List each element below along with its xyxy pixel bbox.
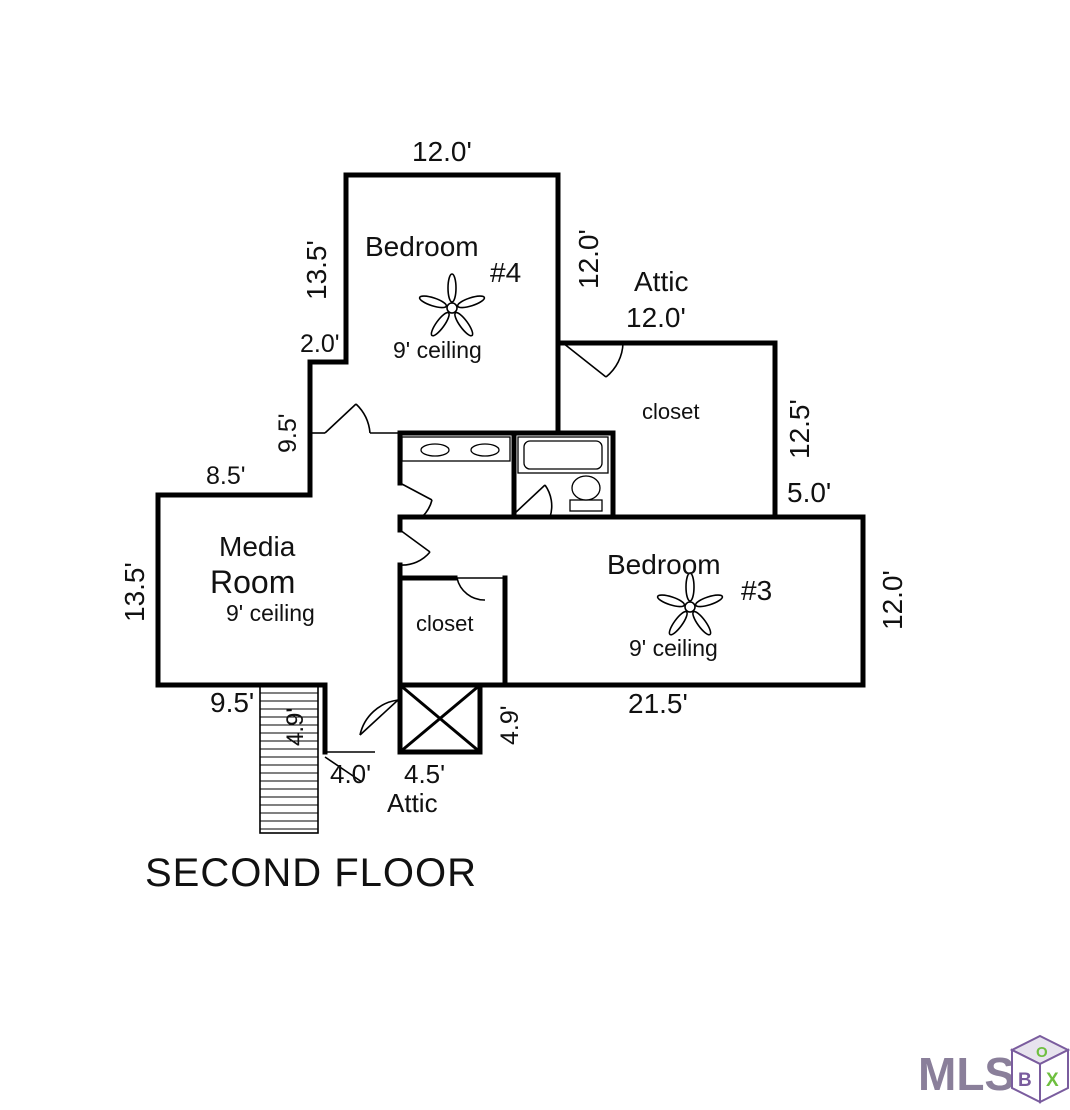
dim-bed4-top: 12.0'	[412, 136, 472, 167]
dim-closet-right: 12.5'	[784, 399, 815, 459]
media-label-line1: Media	[219, 531, 296, 562]
dim-4-0: 4.0'	[330, 759, 371, 789]
dim-bed3-right: 12.0'	[877, 570, 908, 630]
logo-box-x: X	[1046, 1070, 1059, 1091]
media-label-line2: Room	[210, 564, 295, 600]
dim-step-2: 2.0'	[300, 330, 340, 358]
doors	[324, 342, 624, 783]
exterior-walls	[155, 172, 866, 755]
dim-attic-box-right: 4.9'	[496, 705, 524, 745]
sink-icon	[420, 443, 450, 457]
dim-step-5: 5.0'	[787, 477, 831, 508]
dim-media-bottom: 9.5'	[210, 687, 254, 718]
sink-icon	[470, 443, 500, 457]
interior-walls	[310, 430, 616, 755]
floor-title: SECOND FLOOR	[145, 851, 477, 895]
logo-box-o: O	[1036, 1044, 1048, 1061]
logo-box-b: B	[1018, 1070, 1032, 1091]
dim-bed4-left: 13.5'	[301, 240, 332, 300]
bedroom3-label: Bedroom	[607, 549, 721, 580]
dim-4-5: 4.5'	[404, 759, 445, 789]
logo-text: MLS	[918, 1048, 1015, 1100]
attic-access	[399, 683, 481, 754]
closet-upper-label: closet	[642, 399, 699, 424]
bedroom4-ceiling: 9' ceiling	[393, 337, 482, 363]
ceiling-fan-icon	[418, 273, 486, 337]
dim-stair: 4.9'	[282, 708, 309, 746]
logo-cube-icon: O B X	[1009, 1034, 1070, 1104]
bedroom4-label: Bedroom	[365, 231, 479, 262]
dim-attic-top: 12.0'	[626, 302, 686, 333]
dim-media-left: 13.5'	[119, 562, 150, 622]
mls-box-logo: MLS O B X	[918, 1034, 1070, 1104]
bedroom3-number: #3	[741, 575, 772, 606]
staircase	[259, 684, 319, 834]
ceiling-fan-icon	[656, 572, 724, 636]
bathroom-fixtures	[401, 436, 609, 512]
toilet-icon	[569, 499, 603, 512]
dim-hall-left: 9.5'	[274, 413, 302, 453]
bedroom4-number: #4	[490, 257, 521, 288]
bedroom3-ceiling: 9' ceiling	[629, 635, 718, 661]
attic-upper-label: Attic	[634, 266, 688, 297]
dim-bed4-right: 12.0'	[573, 229, 604, 289]
dim-bed3-bottom: 21.5'	[628, 688, 688, 719]
dim-media-top: 8.5'	[206, 462, 246, 490]
closet-lower-label: closet	[416, 611, 473, 636]
attic-lower-label: Attic	[387, 788, 438, 818]
media-ceiling: 9' ceiling	[226, 600, 315, 626]
